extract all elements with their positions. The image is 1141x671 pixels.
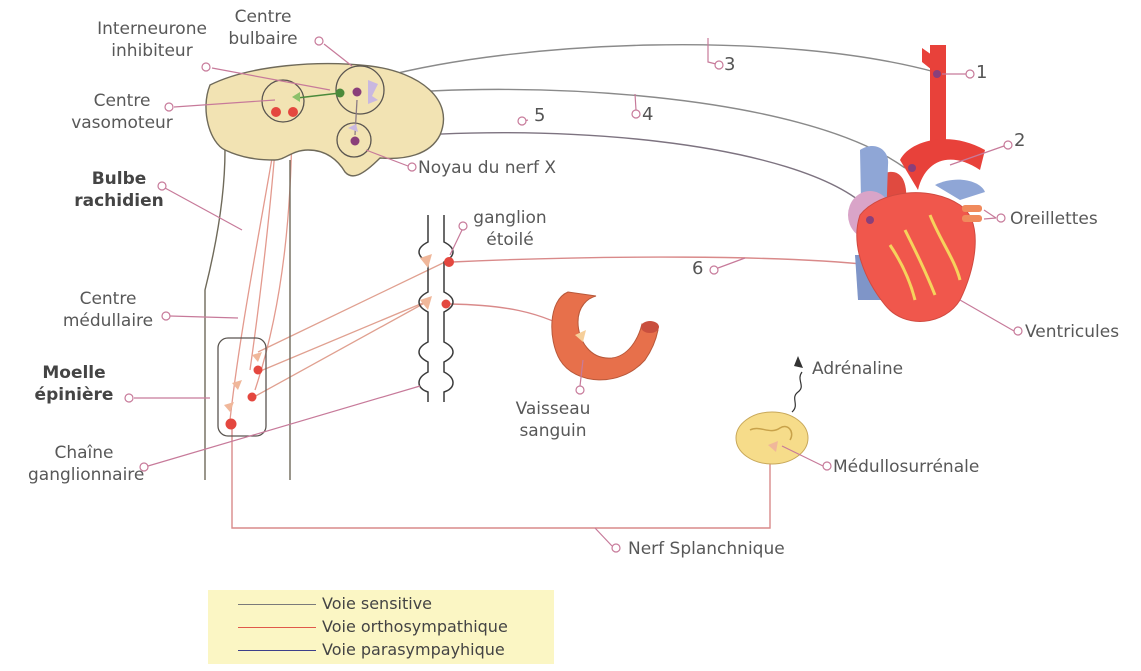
label-ganglion-line2: étoilé: [470, 229, 550, 251]
legend-line-sensitive: [238, 604, 316, 605]
label-bulbe-line1: Bulbe: [74, 168, 164, 190]
blood-vessel: [552, 292, 658, 380]
interneurone-cell: [336, 89, 345, 98]
label-noyau-nerf-x: Noyau du nerf X: [418, 157, 556, 179]
centre-medullaire-box: [218, 338, 266, 436]
splanchnic-nerve-path: [232, 425, 770, 528]
label-centre-bulbaire-line2: bulbaire: [218, 28, 308, 50]
label-interneurone-line1: Interneurone: [77, 18, 227, 40]
label-vaisseau-line2: sanguin: [508, 420, 598, 442]
adrenaline-squiggle: [792, 372, 802, 412]
number-6: 6: [692, 258, 703, 279]
chain-right-outline: [444, 215, 453, 402]
label-vaisseau-line1: Vaisseau: [508, 398, 598, 420]
number-2: 2: [1014, 130, 1025, 151]
label-vaisseau-sanguin: Vaisseau sanguin: [508, 398, 598, 442]
label-nerf-splanchnique: Nerf Splanchnique: [628, 538, 785, 560]
label-ventricules: Ventricules: [1025, 321, 1119, 343]
label-adrenaline: Adrénaline: [812, 358, 903, 380]
legend-label-para: Voie parasympayhique: [322, 640, 505, 660]
label-chaine-ganglionnaire: Chaîne ganglionnaire: [28, 442, 140, 486]
ganglion-cell-1: [444, 257, 454, 267]
label-chaine-line1: Chaîne: [28, 442, 140, 464]
leader-ventricules: [960, 300, 1014, 331]
leader-oreillettes-1: [984, 210, 996, 218]
heart-node-1: [933, 70, 941, 78]
label-moelle-line2: épinière: [28, 384, 120, 406]
legend-label-sensitive: Voie sensitive: [322, 594, 432, 614]
leader-centre-medullaire: [170, 316, 238, 318]
legend-line-para: [238, 650, 316, 651]
leader-3: [708, 38, 716, 64]
bulbar-cell: [353, 88, 362, 97]
leader-bulbe: [165, 188, 242, 230]
label-centre-vasomoteur-line1: Centre: [66, 90, 178, 112]
label-interneurone-line2: inhibiteur: [77, 40, 227, 62]
legend-line-ortho: [238, 627, 316, 628]
adrenaline-arrow: [794, 356, 803, 368]
medulla-chain-path-3: [252, 300, 430, 398]
label-oreillettes: Oreillettes: [1010, 208, 1098, 230]
label-centre-bulbaire-line1: Centre: [218, 6, 308, 28]
chain-left-outline: [419, 215, 428, 402]
heart-body: [857, 193, 975, 322]
blood-vessel-end: [641, 321, 659, 333]
label-ganglion-etoile: ganglion étoilé: [470, 207, 550, 251]
atria-marker-2: [962, 215, 982, 222]
nerve-3-path: [378, 45, 935, 78]
label-centre-medullaire-line1: Centre: [58, 288, 158, 310]
label-centre-vasomoteur-line2: vasomoteur: [66, 112, 178, 134]
label-interneurone: Interneurone inhibiteur: [77, 18, 227, 62]
medulla-synapse-3: [224, 402, 234, 412]
number-1: 1: [976, 62, 987, 83]
number-3: 3: [724, 54, 735, 75]
label-bulbe-line2: rachidien: [74, 190, 164, 212]
nerve-6-path: [452, 257, 872, 265]
atria-marker-1: [962, 205, 982, 212]
label-centre-medullaire-line2: médullaire: [58, 310, 158, 332]
ganglion-synapse-1: [420, 254, 432, 268]
medulla-cell-2: [248, 393, 257, 402]
leader-nerf-splanchnique: [595, 528, 612, 546]
number-4: 4: [642, 104, 653, 125]
leader-oreillettes-2: [984, 218, 996, 219]
label-ganglion-line1: ganglion: [470, 207, 550, 229]
legend-item-para: Voie parasympayhique: [208, 640, 554, 660]
ganglion-cell-2: [442, 300, 451, 309]
heart-node-2: [908, 164, 916, 172]
label-bulbe-rachidien: Bulbe rachidien: [74, 168, 164, 212]
bulbe-shape: [206, 64, 444, 176]
leader-6: [718, 258, 745, 268]
label-centre-vasomoteur: Centre vasomoteur: [66, 90, 178, 134]
vasomotor-cell-2: [288, 107, 298, 117]
vasomotor-cell-1: [271, 107, 281, 117]
number-5: 5: [534, 105, 545, 126]
legend-item-ortho: Voie orthosympathique: [208, 617, 554, 637]
medulla-cell-3: [226, 419, 237, 430]
legend: Voie sensitive Voie orthosympathique Voi…: [208, 590, 554, 664]
leader-4: [635, 94, 636, 110]
label-moelle-line1: Moelle: [28, 362, 120, 384]
leader-ganglion: [450, 230, 462, 255]
label-moelle-epiniere: Moelle épinière: [28, 362, 120, 406]
nucleus-x-cell: [351, 137, 360, 146]
legend-item-sensitive: Voie sensitive: [208, 594, 554, 614]
label-centre-bulbaire: Centre bulbaire: [218, 6, 308, 50]
adrenal-gland: [736, 412, 808, 464]
legend-label-ortho: Voie orthosympathique: [322, 617, 508, 637]
label-centre-medullaire: Centre médullaire: [58, 288, 158, 332]
leader-centre-bulbaire: [324, 44, 352, 66]
heart-node-3: [866, 216, 874, 224]
label-chaine-line2: ganglionnaire: [28, 464, 140, 486]
label-medullosurrenale: Médullosurrénale: [833, 456, 979, 478]
spinal-cord-outline-left: [205, 150, 225, 480]
medulla-synapse-1: [252, 352, 262, 362]
medulla-cell-1: [254, 366, 263, 375]
